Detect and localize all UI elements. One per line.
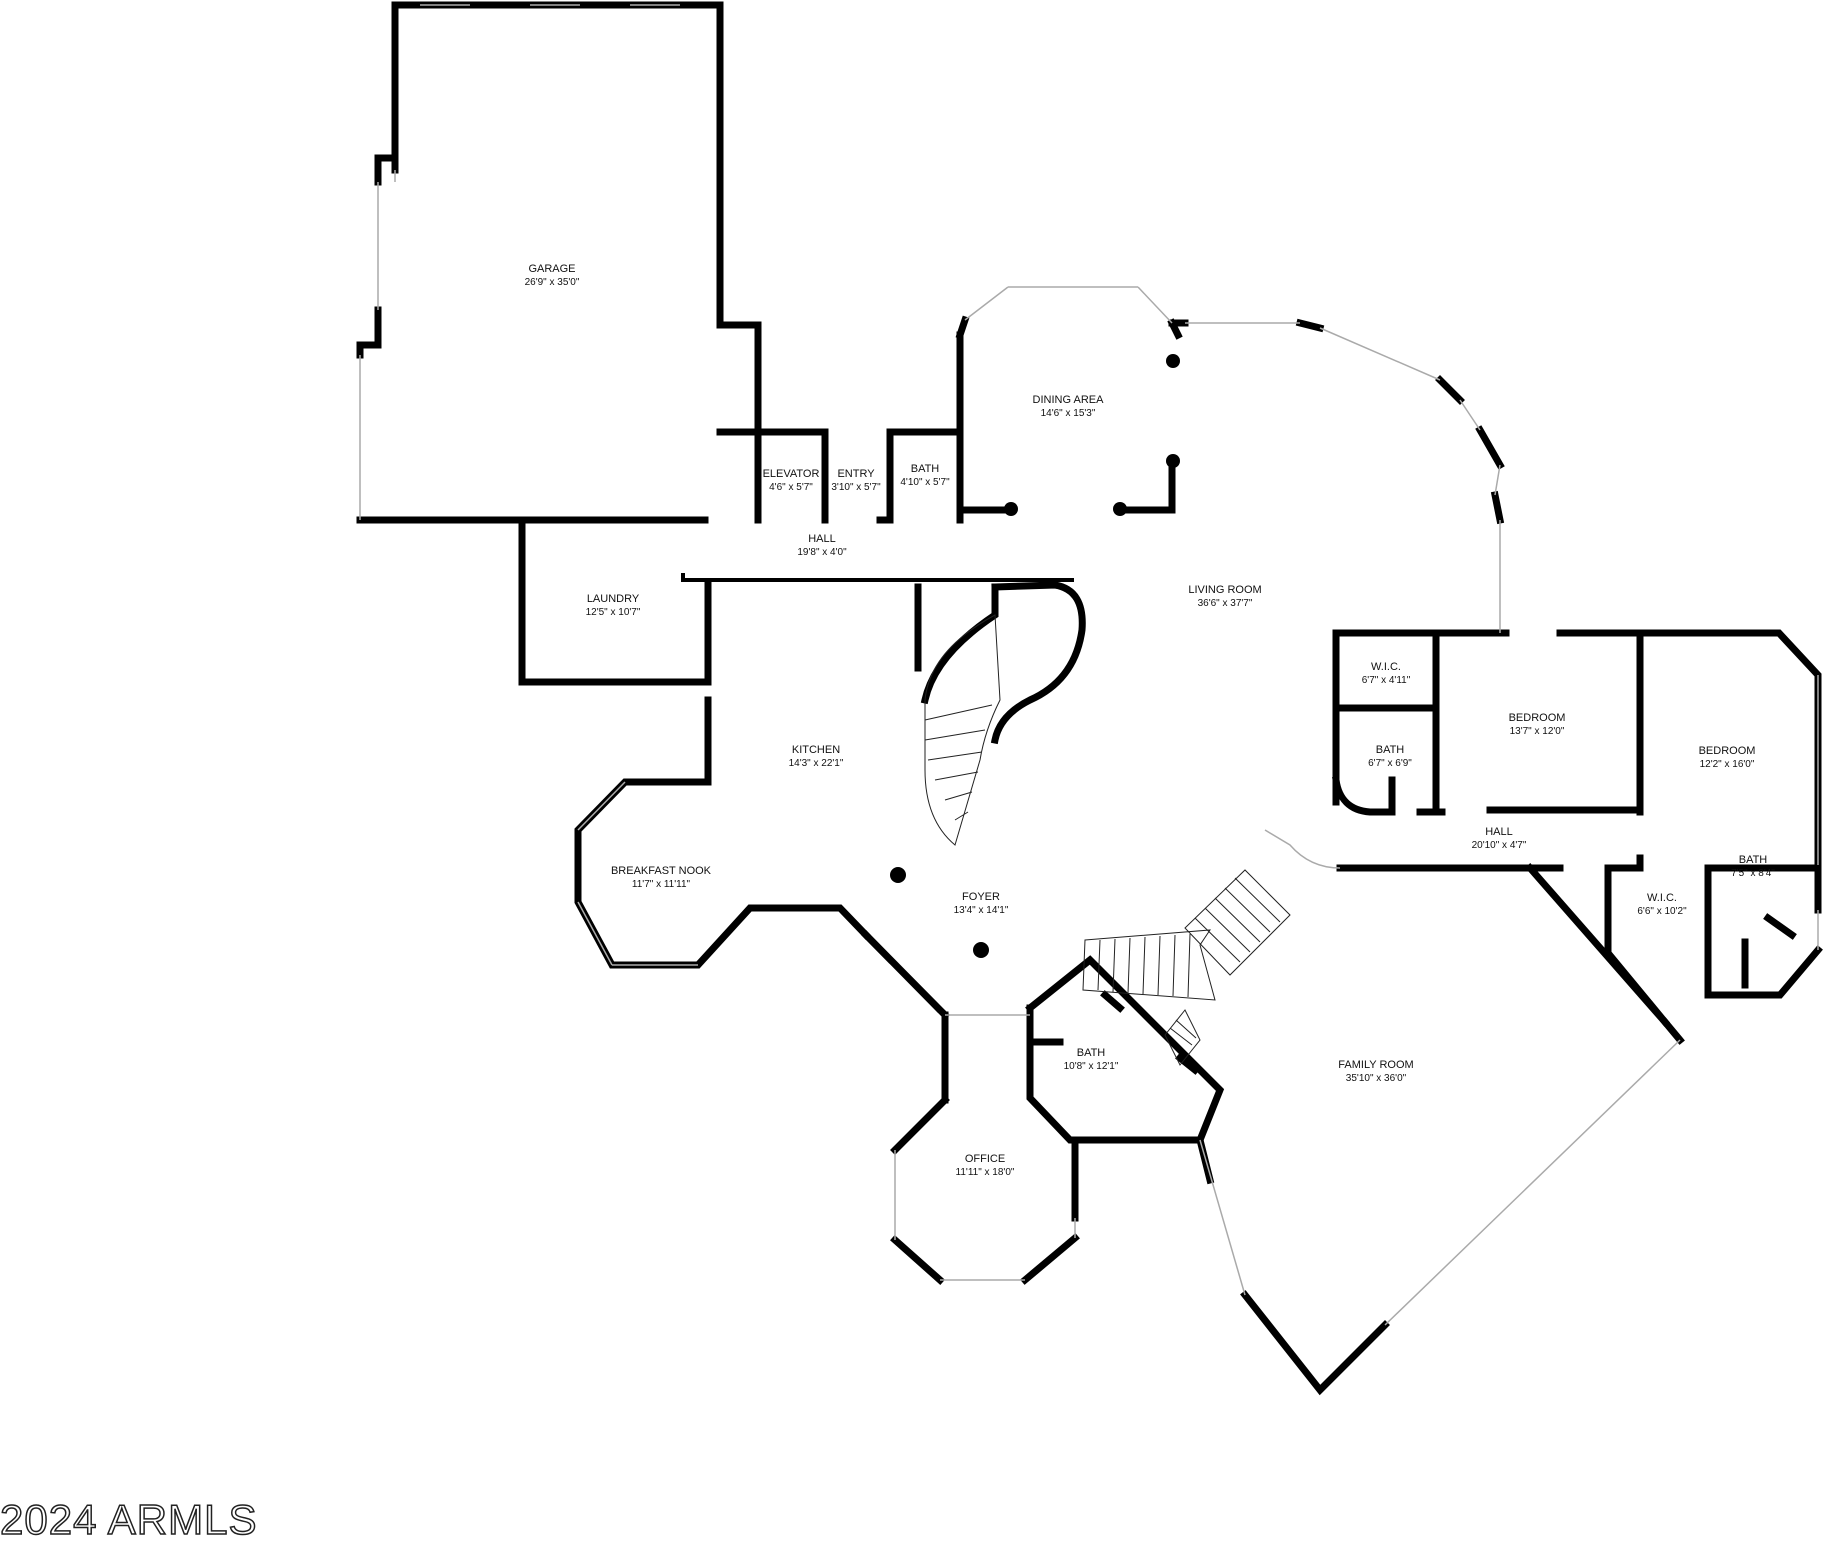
walls	[356, 1, 1823, 1396]
hall1-walls	[681, 573, 1074, 582]
copyright-watermark: 2024 ARMLS	[0, 1496, 258, 1543]
room-name: BATH	[1077, 1047, 1106, 1059]
room-name: ENTRY	[837, 468, 875, 480]
windows	[359, 4, 1819, 1326]
room-dims: 13'4" x 14'1"	[954, 905, 1009, 916]
foyer-wall	[861, 930, 950, 1020]
room-labels: GARAGE 26'9" x 35'0" DINING AREA 14'6" x…	[525, 263, 1776, 1178]
room-name: W.I.C.	[1647, 892, 1677, 904]
stair-flight-2	[1184, 869, 1291, 976]
room-dims: 6'6" x 10'2"	[1637, 906, 1687, 917]
living-window-arc	[1185, 322, 1501, 633]
column	[1166, 454, 1180, 468]
room-name: KITCHEN	[792, 744, 840, 756]
room-name: DINING AREA	[1033, 394, 1105, 406]
kitchen-walls	[574, 696, 871, 969]
wic2-walls	[1525, 863, 1823, 1027]
stair-flight-1	[1082, 929, 1216, 1001]
room-name: FAMILY ROOM	[1338, 1059, 1413, 1071]
room-dims: 19'8" x 4'0"	[797, 547, 847, 558]
room-dims: 14'6" x 15'3"	[1041, 408, 1096, 419]
room-dims: 3'10" x 5'7"	[831, 482, 881, 493]
column	[1113, 502, 1127, 516]
room-dims: 7'5" x 8'4"	[1731, 868, 1775, 879]
room-name: BATH	[911, 463, 940, 475]
curved-staircase	[924, 614, 1001, 846]
room-dims: 20'10" x 4'7"	[1472, 840, 1527, 851]
dining-walls	[955, 315, 1183, 514]
office-walls	[890, 1011, 1080, 1285]
room-name: OFFICE	[965, 1153, 1005, 1165]
hall2-door	[1264, 829, 1341, 869]
room-name: BATH	[1739, 854, 1768, 866]
room-dims: 14'3" x 22'1"	[789, 758, 844, 769]
bedroom-wing-walls	[1332, 629, 1822, 869]
stairs	[924, 614, 1291, 1066]
column	[890, 867, 906, 883]
room-name: BEDROOM	[1509, 712, 1566, 724]
family-glass-wall	[1384, 1039, 1681, 1326]
column	[973, 942, 989, 958]
room-dims: 11'7" x 11'11"	[632, 879, 691, 890]
room-dims: 11'11" x 18'0"	[956, 1167, 1015, 1178]
room-dims: 13'7" x 12'0"	[1510, 726, 1565, 737]
room-name: W.I.C.	[1371, 661, 1401, 673]
room-name: HALL	[1485, 826, 1513, 838]
room-name: LAUNDRY	[587, 593, 640, 605]
room-dims: 35'10" x 36'0"	[1346, 1073, 1407, 1084]
garage-window-left	[359, 170, 396, 520]
living-room-walls	[1168, 318, 1505, 525]
columns	[890, 354, 1180, 958]
family-room-walls	[1195, 1017, 1685, 1396]
stair-flight-3	[1164, 1009, 1201, 1066]
breakfast-windows	[577, 781, 698, 966]
room-name: ELEVATOR	[763, 468, 820, 480]
room-name: BEDROOM	[1699, 745, 1756, 757]
hall2-walls	[1336, 854, 1644, 872]
garage-walls	[356, 1, 762, 524]
room-dims: 12'2" x 16'0"	[1700, 759, 1755, 770]
room-name: HALL	[808, 533, 836, 545]
room-dims: 6'7" x 4'11"	[1362, 675, 1411, 686]
laundry-walls	[518, 516, 712, 686]
room-name: LIVING ROOM	[1188, 584, 1261, 596]
curved-stair-wall	[990, 581, 1086, 745]
column	[1166, 354, 1180, 368]
room-dims: 4'10" x 5'7"	[900, 477, 950, 488]
family-window-left	[1199, 1139, 1246, 1296]
room-name: GARAGE	[528, 263, 575, 275]
room-dims: 6'7" x 6'9"	[1368, 758, 1412, 769]
bath1-walls	[876, 428, 964, 524]
office-windows	[894, 1150, 1076, 1281]
room-name: BATH	[1376, 744, 1405, 756]
room-dims: 36'6" x 37'7"	[1198, 598, 1253, 609]
room-name: FOYER	[962, 891, 1000, 903]
room-dims: 26'9" x 35'0"	[525, 277, 580, 288]
stair-inner-wall	[914, 583, 999, 705]
room-dims: 4'6" x 5'7"	[769, 482, 813, 493]
room-name: BREAKFAST NOOK	[611, 865, 712, 877]
room-dims: 10'8" x 12'1"	[1064, 1061, 1119, 1072]
dining-window-top	[964, 286, 1173, 324]
column	[1004, 502, 1018, 516]
room-dims: 12'5" x 10'7"	[586, 607, 641, 618]
bath3-walls	[1704, 864, 1822, 989]
elevator-walls	[754, 428, 829, 524]
